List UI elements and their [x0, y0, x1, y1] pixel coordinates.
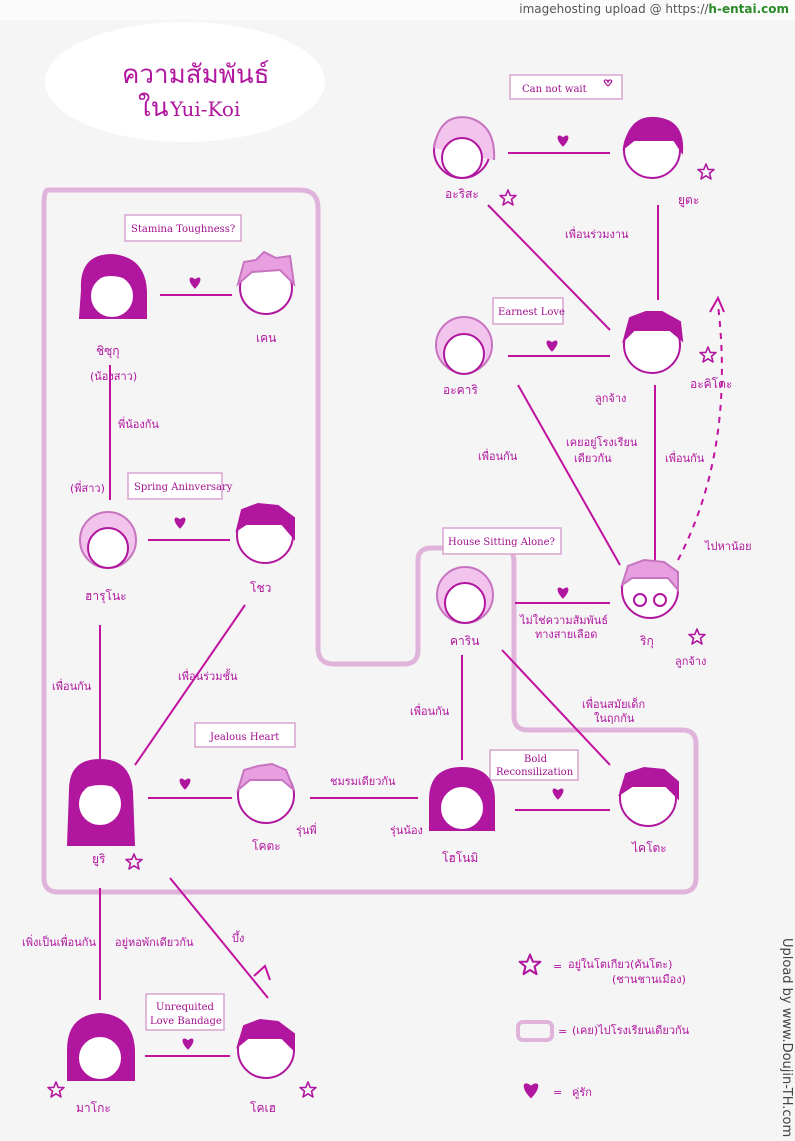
- story-boxes: Can not wait Stamina Toughness? Earnest …: [124, 74, 623, 1031]
- legend-box-eq: =: [558, 1025, 567, 1038]
- name-akari: อะคาริ: [443, 383, 478, 397]
- face-harunoha: [79, 511, 137, 569]
- title-bubble: ความสัมพันธ์ ใน Yui-Koi: [45, 22, 325, 142]
- label-childhood-l2: ในฤกกัน: [594, 712, 635, 725]
- label-friends-karin: เพื่อนกัน: [410, 703, 450, 718]
- name-kaito: ไคโตะ: [631, 841, 667, 855]
- couple-hearts: [174, 135, 569, 1050]
- legend-star-text-l1: อยู่ในโตเกียว(คันโตะ): [568, 957, 672, 971]
- legend-box-text: (เคย)ไปโรงเรียนเดียวกัน: [572, 1023, 690, 1037]
- name-honomi: โฮโนมิ: [442, 851, 478, 865]
- title-line2-thai: ใน: [138, 93, 169, 123]
- character-faces: [66, 116, 684, 1081]
- label-employee-riku: ลูกจ้าง: [675, 655, 706, 668]
- face-ken: [236, 250, 296, 315]
- school-outline-left: [41, 187, 699, 895]
- label-younger-sister: (น้องสาว): [90, 370, 137, 383]
- face-sho: [235, 502, 295, 564]
- name-ken: เคน: [256, 331, 276, 345]
- character-names: อะริสะ ยูตะ ชิซุกุ เคน อะคาริ อะคิโตะ ฮา…: [76, 187, 732, 1115]
- label-old-school-l1: เคยอยู่โรงเรียน: [566, 435, 638, 449]
- box-spring: Spring Aninversary: [134, 482, 233, 493]
- box-house: House Sitting Alone?: [448, 537, 555, 548]
- name-karin: คาริน: [450, 634, 479, 648]
- name-sho: โชว: [250, 581, 271, 595]
- box-earnest: Earnest Love: [498, 307, 565, 318]
- name-riku: ริกุ: [639, 634, 653, 649]
- label-same-dorm: อยู่หอพักเดียวกัน: [115, 936, 194, 949]
- label-new-friends: เพิ่งเป็นเพื่อนกัน: [22, 934, 96, 949]
- label-senior: รุ่นพี่: [296, 822, 317, 837]
- legend-heart-text: คู่รัก: [572, 1086, 592, 1099]
- hosting-header-text[interactable]: imagehosting upload @ https://h-entai.co…: [519, 2, 789, 16]
- label-scold: บึ้ง: [232, 930, 244, 945]
- label-skip-school: ไปหาน้อย: [704, 540, 752, 553]
- relationship-lines: [99, 152, 725, 1057]
- box-bold-line2: Reconsilization: [496, 767, 574, 778]
- relationship-labels: เพื่อนร่วมงาน ลูกจ้าง (น้องสาว) พี่น้องก…: [22, 226, 752, 949]
- title-line2-latin: Yui-Koi: [169, 97, 240, 121]
- name-akito: อะคิโตะ: [690, 377, 732, 391]
- label-junior: รุ่นน้อง: [390, 824, 423, 837]
- name-arisa: อะริสะ: [445, 187, 479, 201]
- label-friends-akari-riku: เพื่อนกัน: [478, 448, 518, 463]
- face-shizuku: [78, 253, 147, 319]
- face-yuta: [622, 116, 684, 179]
- face-karin: [436, 566, 494, 624]
- face-kota: [236, 762, 295, 824]
- hosting-header: imagehosting upload @ https://h-entai.co…: [0, 0, 795, 20]
- box-can-not-wait: Can not wait: [522, 84, 587, 95]
- box-unrequited-line1: Unrequited: [156, 1002, 215, 1013]
- label-coworker: เพื่อนร่วมงาน: [565, 226, 629, 241]
- name-shizuku: ชิซุกุ: [96, 344, 120, 359]
- name-kohei: โคเฮ: [250, 1101, 276, 1115]
- face-kohei: [236, 1018, 295, 1079]
- face-akari: [435, 316, 493, 375]
- face-riku: [620, 558, 679, 619]
- legend-star-eq: =: [553, 960, 562, 973]
- name-harunoha: ฮารุโนะ: [85, 589, 127, 604]
- name-kota: โคตะ: [252, 839, 281, 853]
- label-old-school-l2: เดียวกัน: [574, 452, 612, 465]
- box-stamina: Stamina Toughness?: [131, 224, 235, 235]
- face-kaito: [618, 766, 679, 827]
- box-jealous: Jealous Heart: [209, 732, 279, 743]
- label-childhood-l1: เพื่อนสมัยเด็ก: [582, 696, 645, 711]
- box-bold-line1: Bold: [524, 754, 548, 765]
- label-not-related-l1: ไม่ใช่ความสัมพันธ์: [519, 614, 608, 627]
- name-manaka: มาโกะ: [76, 1101, 111, 1115]
- label-club: ชมรมเดียวกัน: [330, 775, 396, 788]
- legend: = อยู่ในโตเกียว(คันโตะ) (ชานชานเมือง) = …: [516, 953, 690, 1099]
- label-not-related-l2: ทางสายเลือด: [535, 628, 597, 641]
- legend-star-text-l2: (ชานชานเมือง): [612, 973, 686, 986]
- label-friends-akito-riku: เพื่อนกัน: [665, 450, 705, 465]
- name-yuta: ยูตะ: [678, 193, 699, 208]
- face-honomi: [429, 766, 495, 831]
- face-arisa: [433, 116, 496, 179]
- label-older-sister: (พี่สาว): [70, 480, 105, 495]
- box-unrequited-line2: Love Bandage: [150, 1016, 222, 1027]
- label-friends-yui: เพื่อนกัน: [52, 678, 92, 693]
- title-line1: ความสัมพันธ์: [122, 60, 270, 90]
- face-manaka: [67, 1012, 135, 1081]
- legend-heart-eq: =: [553, 1086, 562, 1099]
- label-siblings: พี่น้องกัน: [118, 416, 159, 431]
- face-akito: [622, 311, 684, 374]
- label-employee-akito: ลูกจ้าง: [595, 392, 626, 405]
- face-yui: [66, 758, 136, 846]
- label-classmates: เพื่อนร่วมชั้น: [178, 668, 238, 683]
- name-yui: ยูริ: [92, 852, 106, 867]
